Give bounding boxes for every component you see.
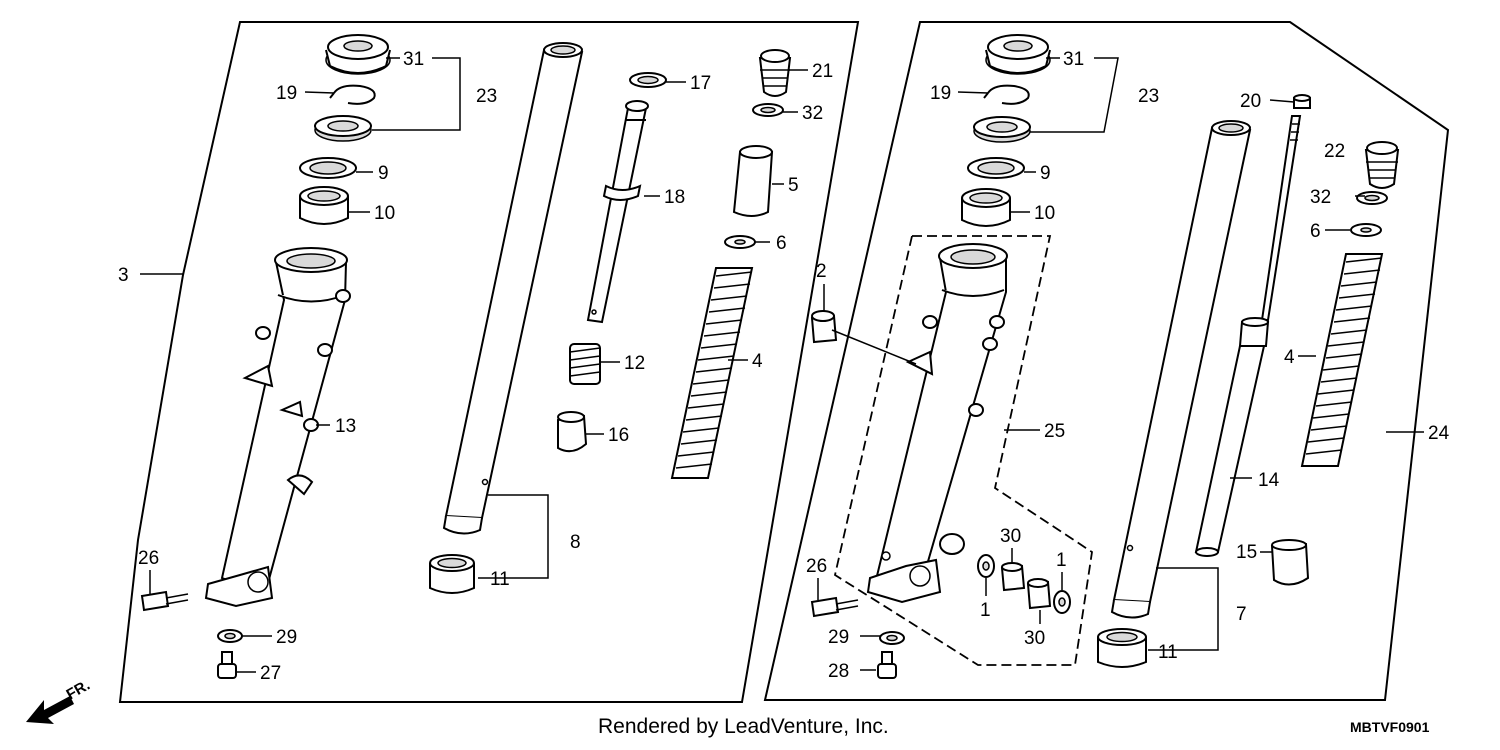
callout-23-left: 23 <box>476 86 497 107</box>
callout-10-right: 10 <box>1034 203 1055 224</box>
sealing-washer-left <box>217 629 243 643</box>
callout-9-left: 9 <box>378 163 389 184</box>
washer-1-left <box>977 554 995 578</box>
lock-nut <box>1293 94 1311 109</box>
callout-2: 2 <box>816 261 827 282</box>
callout-20: 20 <box>1240 91 1261 112</box>
fork-spring-right <box>1300 253 1384 467</box>
callout-30-upper: 30 <box>1000 526 1021 547</box>
callout-1-left: 1 <box>980 600 991 621</box>
callout-31-right: 31 <box>1063 49 1084 70</box>
callout-6-left: 6 <box>776 233 787 254</box>
fork-spring-left <box>670 267 754 479</box>
callout-11-right: 11 <box>1158 642 1178 663</box>
fork-bottom-case-left <box>204 247 351 608</box>
callout-14: 14 <box>1258 470 1280 491</box>
bottom-case-subassembly-outline <box>833 235 1093 666</box>
fork-bolt-right <box>1364 141 1400 189</box>
callout-18: 18 <box>664 187 685 208</box>
callout-29-right: 29 <box>828 627 849 648</box>
reflector-leader <box>831 329 917 365</box>
callout-21: 21 <box>812 61 833 82</box>
callout-31-left: 31 <box>403 49 424 70</box>
piston-ring-left <box>629 72 667 88</box>
callout-28: 28 <box>828 661 849 682</box>
fork-bottom-case-right <box>866 243 1008 604</box>
callout-23-right: 23 <box>1138 86 1159 107</box>
front-arrow-icon <box>26 696 74 724</box>
damper-cartridge <box>1194 115 1302 557</box>
fork-bolt-left <box>758 49 792 97</box>
slider-bushing-left <box>429 554 475 594</box>
fork-pipe-right <box>1110 120 1252 619</box>
stopper-ring-left <box>329 84 376 105</box>
guide-bushing-left <box>299 186 349 225</box>
left-panel-leaders <box>140 57 808 673</box>
stopper-ring-right <box>983 84 1030 105</box>
callout-24: 24 <box>1428 423 1450 444</box>
callout-3: 3 <box>118 265 129 286</box>
drain-bolt-left <box>217 651 237 679</box>
callout-11-left: 11 <box>490 569 510 590</box>
guide-bushing-right <box>961 188 1011 227</box>
callout-26-left: 26 <box>138 548 159 569</box>
dust-seal-left <box>314 115 372 142</box>
oil-lock-piece-left <box>557 411 588 453</box>
right-panel-leaders <box>817 57 1424 671</box>
washer-1-right <box>1053 590 1071 614</box>
callout-26-right: 26 <box>806 556 827 577</box>
socket-bolt-right <box>810 596 859 618</box>
drain-bolt-right <box>877 651 897 679</box>
callout-25: 25 <box>1044 421 1065 442</box>
oil-lock-piece-right <box>1270 539 1310 586</box>
callout-4-right: 4 <box>1284 347 1295 368</box>
reflector-bushing <box>810 310 838 344</box>
callout-32-right: 32 <box>1310 187 1331 208</box>
callout-9-right: 9 <box>1040 163 1051 184</box>
o-ring-left <box>752 103 784 117</box>
oil-seal-cap-right <box>985 34 1051 75</box>
callout-labels: 31 19 23 9 10 3 13 26 29 27 17 18 8 11 1… <box>118 49 1450 684</box>
dust-seal-right <box>973 116 1031 143</box>
callout-32-left: 32 <box>802 103 823 124</box>
callout-15: 15 <box>1236 542 1257 563</box>
diagram-code: MBTVF0901 <box>1350 719 1430 735</box>
collar-30-lower <box>1026 578 1052 610</box>
callout-27: 27 <box>260 663 281 684</box>
oil-seal-cap-left <box>325 34 391 75</box>
collar-30-upper <box>1000 562 1026 592</box>
callout-29-left: 29 <box>276 627 297 648</box>
sealing-washer-right <box>879 631 905 645</box>
spring-seat-right <box>1350 223 1382 237</box>
callout-16: 16 <box>608 425 629 446</box>
render-credit: Rendered by LeadVenture, Inc. <box>598 715 889 738</box>
callout-13: 13 <box>335 416 356 437</box>
spring-seat-left <box>724 235 756 249</box>
oil-seal-washer-right <box>967 157 1025 179</box>
callout-12: 12 <box>624 353 645 374</box>
callout-8: 8 <box>570 532 581 553</box>
fork-pipe-left <box>442 42 584 535</box>
rebound-spring-left <box>569 343 601 385</box>
callout-4-left: 4 <box>752 351 763 372</box>
callout-22: 22 <box>1324 141 1345 162</box>
callout-30-lower: 30 <box>1024 628 1045 649</box>
o-ring-right <box>1356 191 1388 205</box>
callout-1-right: 1 <box>1056 550 1067 571</box>
callout-10-left: 10 <box>374 203 395 224</box>
slider-bushing-right <box>1097 628 1147 668</box>
callout-5: 5 <box>788 175 799 196</box>
callout-19-left: 19 <box>276 83 297 104</box>
callout-6-right: 6 <box>1310 221 1321 242</box>
callout-17: 17 <box>690 73 711 94</box>
callout-7: 7 <box>1236 604 1247 625</box>
callout-19-right: 19 <box>930 83 951 104</box>
spring-collar-left <box>732 145 774 217</box>
oil-seal-washer-left <box>299 157 357 179</box>
fork-piston-rod-left <box>586 100 649 324</box>
socket-bolt-left <box>140 590 189 612</box>
front-direction-indicator: FR. <box>26 677 93 724</box>
